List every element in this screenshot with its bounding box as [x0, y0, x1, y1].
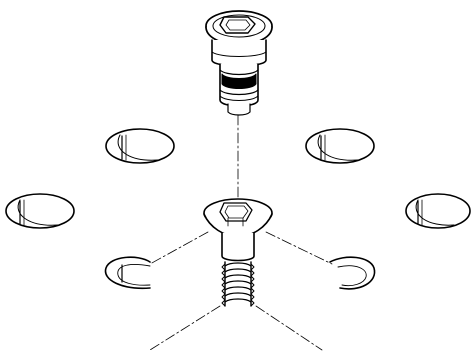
construction-lines	[149, 231, 333, 351]
panel-hole-lower-left	[104, 256, 151, 290]
panel-hole-lower-right	[329, 256, 376, 290]
panel-hole-middle-right	[405, 193, 471, 229]
countersunk-screw-icon	[203, 198, 273, 307]
panel-hole-upper-right	[305, 128, 375, 164]
panel-hole-upper-left	[105, 128, 175, 164]
threaded-insert-icon	[205, 10, 273, 116]
panel-hole-middle-left	[5, 193, 75, 229]
